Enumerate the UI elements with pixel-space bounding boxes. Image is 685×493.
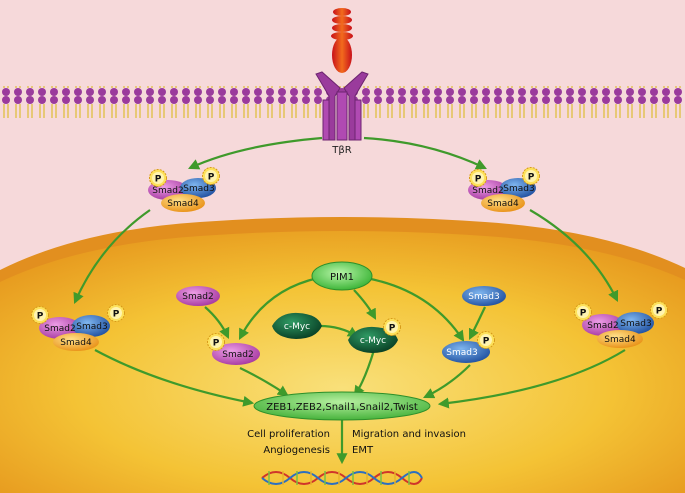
outcome-emt: EMT	[352, 445, 374, 456]
tgfb-receptor: TβR	[315, 71, 369, 156]
svg-text:P: P	[113, 310, 120, 320]
phospho-badge: P	[469, 169, 487, 187]
arrow-right-nuclear-complex-to-targets	[437, 349, 626, 409]
phospho-badge: P	[477, 331, 495, 349]
phospho-badge: P	[574, 303, 592, 321]
smad2-label: Smad2	[44, 324, 75, 334]
arrow-smad3p-to-targets	[423, 364, 471, 399]
smad3-label: Smad3	[503, 184, 534, 194]
phospho-badge: P	[149, 169, 167, 187]
svg-text:P: P	[37, 312, 44, 322]
smad-complex-cytoplasm-right: Smad2 Smad3 Smad4 P P	[468, 167, 540, 212]
phospho-badge: P	[650, 301, 668, 319]
phospho-badge: P	[383, 318, 401, 336]
arrow-receptor-to-right-complex	[363, 136, 487, 170]
receptor-label: TβR	[331, 145, 351, 156]
target-genes-label: ZEB1,ZEB2,Snail1,Snail2,Twist	[266, 402, 418, 413]
smad2-label: Smad2	[587, 321, 618, 331]
cmyc-label: c-Myc	[284, 322, 310, 332]
svg-text:P: P	[389, 324, 396, 334]
smad2-unphosphorylated: Smad2	[176, 286, 220, 306]
outcome-migration-invasion: Migration and invasion	[352, 429, 466, 440]
smad4-shape	[161, 194, 205, 212]
arrow-right-complex-to-nucleus	[529, 209, 619, 302]
arrow-left-complex-to-nucleus	[73, 209, 151, 305]
svg-text:P: P	[208, 173, 215, 183]
arrow-left-nuclear-complex-to-targets	[94, 349, 255, 407]
smad3-shape	[616, 312, 654, 334]
cmyc-phosphorylated: c-Myc P	[348, 318, 401, 353]
cmyc-p-label: c-Myc	[360, 336, 386, 346]
cmyc-unphosphorylated: c-Myc	[272, 312, 322, 339]
smad-complex-nucleus-right: Smad2 Smad3 Smad4 P P	[574, 301, 668, 348]
smad3-p-label: Smad3	[446, 348, 477, 358]
svg-text:P: P	[155, 175, 162, 185]
smad3-label: Smad3	[620, 319, 651, 329]
smad4-label: Smad4	[167, 199, 199, 209]
phospho-badge: P	[202, 167, 220, 185]
arrow-receptor-to-left-complex	[188, 136, 323, 170]
arrow-smad3-to-smad3p	[469, 306, 486, 340]
smad4-label: Smad4	[604, 335, 636, 345]
smad3-shape	[72, 315, 110, 337]
arrow-pim1-to-smad2p	[238, 276, 319, 340]
smad-complex-cytoplasm-left: Smad2 Smad3 Smad4 P P	[148, 167, 220, 212]
svg-text:P: P	[483, 337, 490, 347]
svg-text:P: P	[580, 309, 587, 319]
svg-text:P: P	[656, 307, 663, 317]
arrow-smad2p-to-targets	[239, 367, 289, 397]
smad2-label: Smad2	[152, 186, 183, 196]
smad4-shape	[53, 333, 99, 351]
smad4-label: Smad4	[487, 199, 519, 209]
phospho-badge: P	[107, 304, 125, 322]
smad4-shape	[481, 194, 525, 212]
outcome-cell-proliferation: Cell proliferation	[247, 429, 330, 440]
phospho-badge: P	[207, 333, 225, 351]
svg-text:P: P	[213, 339, 220, 349]
svg-text:P: P	[528, 173, 535, 183]
smad3-phosphorylated: Smad3 P	[442, 331, 495, 363]
smad3-free-label: Smad3	[468, 292, 499, 302]
pim1-node: PIM1	[311, 261, 373, 291]
pathway-arrows	[73, 136, 626, 465]
smad3-unphosphorylated: Smad3	[462, 286, 506, 306]
smad4-shape	[597, 330, 643, 348]
smad3-label: Smad3	[183, 184, 214, 194]
nucleus	[0, 217, 685, 493]
phospho-badge: P	[522, 167, 540, 185]
smad2-phosphorylated: Smad2 P	[207, 333, 260, 365]
smad3-label: Smad3	[76, 322, 107, 332]
smad2-p-label: Smad2	[222, 350, 253, 360]
smad2-free-label: Smad2	[182, 292, 213, 302]
dna-helix-icon	[261, 471, 423, 485]
pim1-label: PIM1	[330, 272, 354, 283]
outcome-angiogenesis: Angiogenesis	[263, 445, 330, 456]
arrow-pim1-to-smad3p	[365, 276, 465, 342]
phospho-badge: P	[31, 306, 49, 324]
smad2-label: Smad2	[472, 186, 503, 196]
arrow-pim1-to-cmycp	[353, 289, 377, 320]
smad-complex-nucleus-left: Smad2 Smad3 Smad4 P P	[31, 304, 125, 351]
tgfb-ligand	[331, 8, 353, 73]
smad4-label: Smad4	[60, 338, 92, 348]
arrow-smad2-to-smad2p	[204, 306, 230, 339]
svg-text:P: P	[475, 175, 482, 185]
target-genes-node: ZEB1,ZEB2,Snail1,Snail2,Twist	[253, 391, 431, 421]
outcomes: Cell proliferation Angiogenesis Migratio…	[247, 429, 466, 456]
